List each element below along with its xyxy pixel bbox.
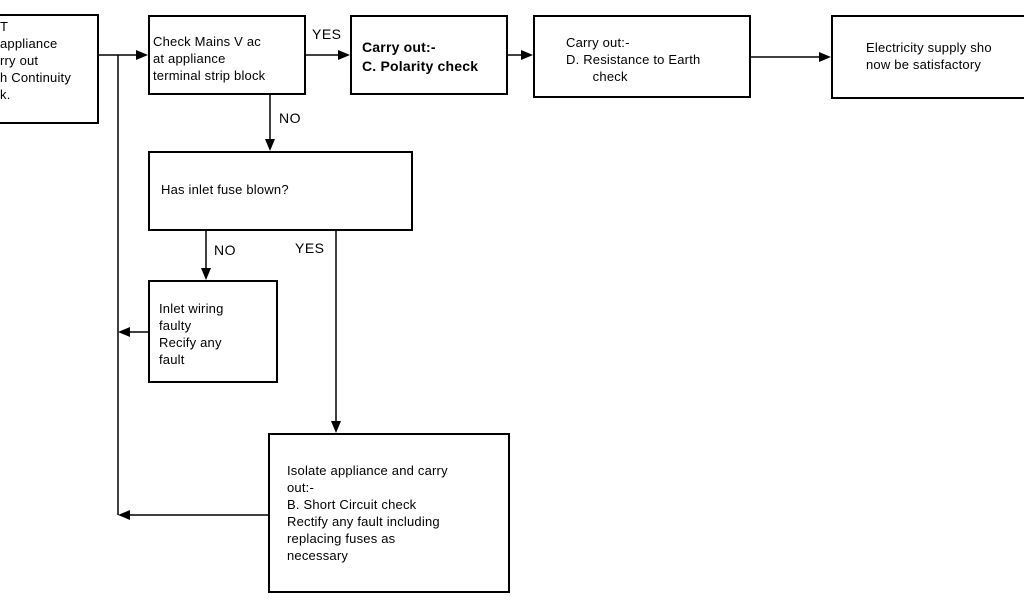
arrow-to-isolate [331,421,341,433]
polarity-check-box [350,15,508,95]
mains-check-box [148,15,306,95]
inlet-wiring-box [148,280,278,383]
arrow-to-supply [819,52,831,62]
fuse-blown-text: Has inlet fuse blown? [161,182,289,197]
short-circuit-box [268,433,510,593]
arrow-to-mains [136,50,148,60]
mains-no-label: NO [279,110,301,126]
inlet-wiring-text: Inlet wiring faulty Recify any fault [159,301,224,367]
continuity-check-box [0,14,99,124]
polarity-check-text: Carry out:- C. Polarity check [362,39,479,74]
mains-yes-label: YES [312,26,342,42]
arrow-isolate-to-bus [118,510,130,520]
supply-satisfactory-box [831,15,1024,99]
arrow-inlet-to-bus [118,327,130,337]
earth-check-box [533,15,751,98]
fuse-yes-label: YES [295,240,325,256]
earth-check-text: Carry out:- D. Resistance to Earth check [566,35,701,84]
continuity-check-text: T appliance rry out h Continuity k. [0,19,72,102]
arrow-to-polarity [338,50,350,60]
mains-check-text: Check Mains V ac at appliance terminal s… [153,34,266,83]
arrow-to-fuse [265,139,275,151]
arrow-to-inlet [201,268,211,280]
short-circuit-text: Isolate appliance and carry out:- B. Sho… [287,463,448,563]
supply-satisfactory-text: Electricity supply sho now be satisfacto… [866,40,992,72]
fuse-no-label: NO [214,242,236,258]
fuse-blown-box [148,151,413,231]
arrow-to-earth [521,50,533,60]
